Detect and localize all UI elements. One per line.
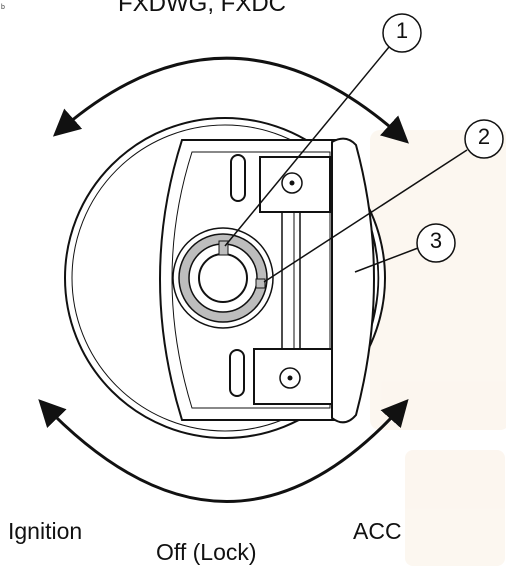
callout-3-number: 3	[429, 228, 443, 253]
key-cylinder-notch	[255, 278, 266, 289]
ignition-label: Ignition	[8, 518, 83, 544]
model-header: FXDWG, FXDC	[118, 0, 286, 17]
off-lock-label: Off (Lock)	[156, 539, 257, 565]
callout-1-number: 1	[395, 18, 409, 43]
callout-2-leader	[263, 149, 468, 283]
side-lever	[331, 137, 375, 424]
callout-1-circle	[382, 13, 422, 53]
acc-label: ACC	[353, 518, 402, 544]
bottom-rotation-arrow	[38, 398, 409, 503]
key-cylinder-core	[198, 253, 248, 303]
face-plate-inner-edge	[171, 151, 331, 409]
lower-slot	[229, 349, 245, 397]
upper-bracket	[259, 156, 331, 213]
callout-3-circle	[416, 223, 456, 263]
callout-1-leader	[224, 46, 390, 247]
lower-bracket	[253, 348, 335, 405]
key-slot-tab	[218, 240, 229, 256]
callout-2-number: 2	[477, 124, 491, 149]
callout-2-circle	[464, 119, 504, 159]
corner-mark: b	[1, 4, 5, 11]
top-rotation-arrow	[52, 56, 409, 144]
callout-3-leader	[354, 247, 419, 273]
upper-slot	[230, 154, 246, 202]
watermark	[370, 130, 506, 566]
